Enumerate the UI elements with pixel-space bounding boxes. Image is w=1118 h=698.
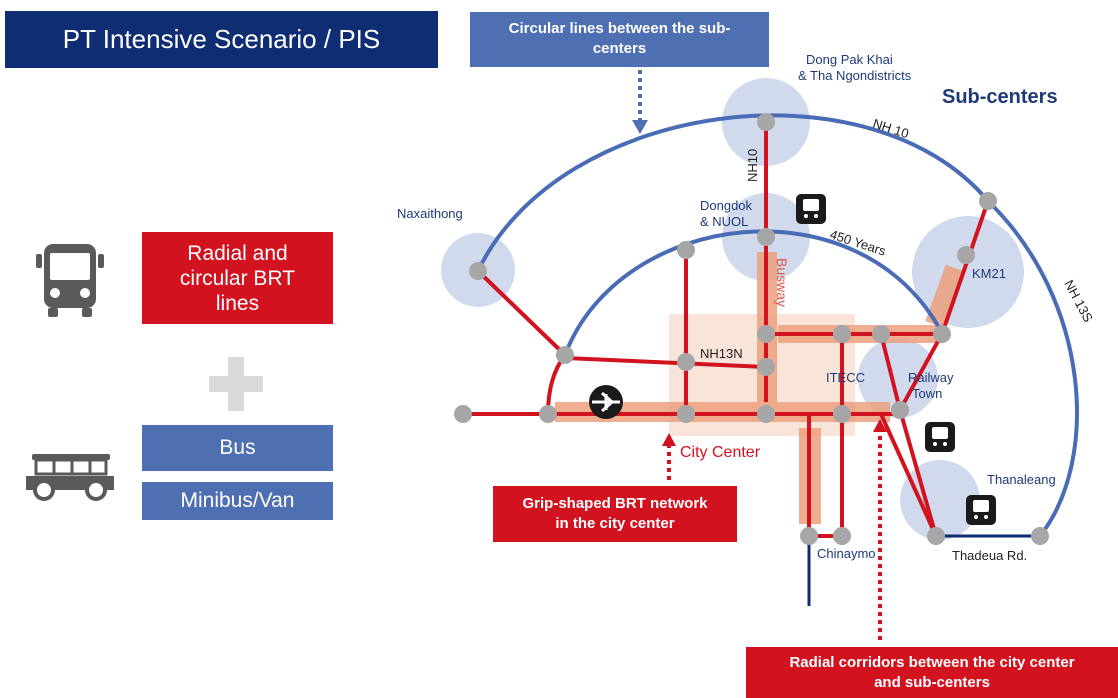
plus-icon: [209, 357, 263, 411]
nh10-vertical-label: NH10: [745, 149, 760, 182]
callout-line: Radial corridors between the city center: [789, 654, 1075, 671]
city-center-label: City Center: [680, 444, 761, 461]
station-nodes: [454, 113, 1049, 545]
node: [933, 325, 951, 343]
brt-label-line: circular BRT: [179, 266, 296, 290]
sub-center-railway-town: [858, 338, 938, 418]
callout-line: Circular lines between the sub-: [508, 20, 731, 37]
node: [469, 262, 487, 280]
radial-corridors-callout: Radial corridors between the city center…: [746, 647, 1118, 698]
jeepney-icon: [26, 454, 114, 501]
node: [556, 346, 574, 364]
node: [677, 405, 695, 423]
node: [1031, 527, 1049, 545]
node: [677, 353, 695, 371]
train-icon: [966, 495, 996, 525]
node: [891, 401, 909, 419]
grip-network-callout: Grip-shaped BRT network in the city cent…: [493, 486, 737, 542]
brt-lines-box: Radial and circular BRT lines: [142, 232, 333, 324]
node: [833, 527, 851, 545]
label-dongdok: Dongdok & NUOL: [700, 198, 752, 230]
brt-label-line: lines: [215, 291, 260, 315]
node: [677, 241, 695, 259]
label-thanaleang: Thanaleang: [987, 472, 1056, 487]
bus-box: Bus: [142, 425, 333, 471]
grip-arrow-head: [662, 433, 676, 446]
brt-label-line: Radial and: [187, 241, 288, 265]
node: [539, 405, 557, 423]
minibus-box: Minibus/Van: [142, 482, 333, 520]
nh13s-label: NH 13S: [1061, 277, 1096, 325]
bus-icon: [36, 244, 104, 317]
label-dong-pak-khai: Dong Pak Khai & Tha Ngondistricts: [798, 52, 911, 84]
outer-ring: [476, 113, 990, 272]
node: [927, 527, 945, 545]
airport-icon: [589, 385, 623, 419]
node: [872, 325, 890, 343]
callout-line: and sub-centers: [874, 674, 990, 691]
node: [454, 405, 472, 423]
sub-centers-heading: Sub-centers: [942, 86, 1058, 108]
circular-lines: [476, 113, 1079, 538]
radial-arrow-head: [873, 419, 887, 432]
busway-label: Busway: [774, 258, 790, 308]
label-line: & Tha Ngondistricts: [798, 68, 912, 83]
node: [833, 325, 851, 343]
label-line: Railway: [908, 370, 954, 385]
label-naxaithong: Naxaithong: [397, 206, 463, 221]
callout-line: in the city center: [555, 515, 675, 532]
node: [757, 228, 775, 246]
callout-arrows: [638, 70, 882, 640]
callout-line: Grip-shaped BRT network: [522, 495, 708, 512]
label-chinaymo: Chinaymo: [817, 546, 876, 561]
circular-lines-callout: Circular lines between the sub- centers: [470, 12, 769, 67]
node: [757, 358, 775, 376]
node: [833, 405, 851, 423]
label-line: Dongdok: [700, 198, 753, 213]
node: [979, 192, 997, 210]
label-itecc: ITECC: [826, 370, 865, 385]
train-icon: [796, 194, 826, 224]
busway-band: [925, 264, 963, 328]
label-thadeua: Thadeua Rd.: [952, 548, 1028, 563]
label-line: Town: [912, 386, 943, 401]
brt-lines: [463, 122, 990, 538]
label-km21: KM21: [972, 266, 1006, 281]
node: [757, 405, 775, 423]
inner-ring: [563, 229, 944, 356]
label-nh13n: NH13N: [700, 346, 743, 361]
node: [757, 325, 775, 343]
node: [800, 527, 818, 545]
callout-line: centers: [592, 40, 647, 57]
node: [757, 113, 775, 131]
label-line: & NUOL: [700, 214, 749, 229]
label-line: Dong Pak Khai: [806, 52, 893, 67]
node: [957, 246, 975, 264]
label-railway-town: Railway Town: [908, 370, 954, 402]
train-icon: [925, 422, 955, 452]
circular-arrow-head: [632, 120, 648, 134]
outer-ring: [986, 199, 1079, 538]
nh10-road-label: NH 10: [871, 116, 911, 142]
page-title: PT Intensive Scenario / PIS: [5, 11, 438, 68]
